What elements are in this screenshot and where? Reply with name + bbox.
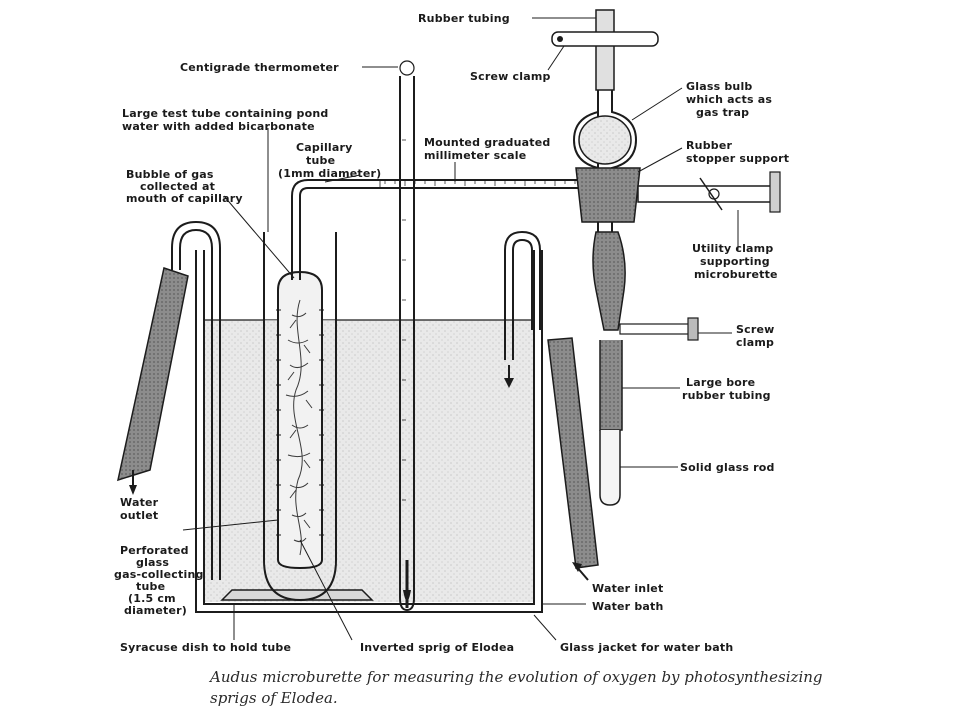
label-solid-glass-rod: Solid glass rod [680,461,775,474]
label-inverted-sprig: Inverted sprig of Elodea [360,641,514,654]
thermometer [399,60,415,612]
large-bore-tubing [592,231,626,331]
top-screw-clamp [551,31,659,47]
inlet-rubber-tube [547,337,599,569]
label-water-outlet-2: outlet [120,509,158,522]
label-mounted-scale-1: Mounted graduated [424,136,550,149]
label-utility-clamp-1: Utility clamp [692,242,773,255]
solid-glass-rod [599,430,621,506]
label-large-bore-1: Large bore [686,376,755,389]
glass-jacket [195,250,543,613]
microburette [551,9,781,506]
utility-clamp [637,171,781,213]
figure-caption: Audus microburette for measuring the evo… [210,667,823,709]
outlet-rubber-tube [116,267,189,482]
label-large-test-tube-1: Large test tube containing pond [122,107,328,120]
glass-bulb [578,115,632,165]
label-glass-bulb-1: Glass bulb [686,80,753,93]
label-perforated-1: Perforated [120,544,189,557]
leader-lines [182,17,739,641]
syracuse-dish [220,589,374,601]
label-water-bath: Water bath [592,600,664,613]
label-utility-clamp-2: supporting [700,255,770,268]
caption-line-1: Audus microburette for measuring the evo… [210,668,823,686]
label-centigrade-thermometer: Centigrade thermometer [180,61,339,74]
label-perforated-3: gas-collecting [114,568,204,581]
label-rubber-stopper-2: stopper support [686,152,789,165]
label-bubble-2: collected at [140,180,215,193]
label-perforated-6: diameter) [124,604,187,617]
label-capillary-2: tube [306,154,335,167]
label-syracuse-dish: Syracuse dish to hold tube [120,641,291,654]
label-water-outlet-1: Water [120,496,159,509]
label-capillary-3: (1mm diameter) [278,167,381,180]
label-water-inlet: Water inlet [592,582,663,595]
capillary-tube [291,179,598,280]
label-screw-clamp-side-2: clamp [736,336,774,349]
label-perforated-2: glass [136,556,169,569]
label-large-bore-2: rubber tubing [682,389,771,402]
inlet-siphon [504,230,599,581]
label-screw-clamp-side-1: Screw [736,323,775,336]
label-bubble-3: mouth of capillary [126,192,243,205]
label-bubble-1: Bubble of gas [126,168,214,181]
caption-line-2: sprigs of Elodea. [210,689,338,707]
millimeter-scale [379,179,581,189]
label-utility-clamp-3: microburette [694,268,778,281]
perforated-tube [276,270,324,570]
label-screw-clamp-top: Screw clamp [470,70,551,83]
labels: Rubber tubing Screw clamp Glass bulb whi… [114,12,789,654]
label-capillary-1: Capillary [296,141,353,154]
label-perforated-4: tube [136,580,165,593]
label-large-test-tube-2: water with added bicarbonate [122,120,315,133]
side-screw-clamp [619,317,699,341]
label-rubber-stopper-1: Rubber [686,139,733,152]
label-rubber-tubing: Rubber tubing [418,12,510,25]
label-glass-bulb-3: gas trap [696,106,749,119]
label-mounted-scale-2: millimeter scale [424,149,526,162]
label-glass-bulb-2: which acts as [686,93,772,106]
rubber-stopper [575,167,641,223]
label-perforated-5: (1.5 cm [128,592,176,605]
label-glass-jacket: Glass jacket for water bath [560,641,733,654]
water-bath [204,319,534,602]
outlet-siphon [116,220,221,580]
